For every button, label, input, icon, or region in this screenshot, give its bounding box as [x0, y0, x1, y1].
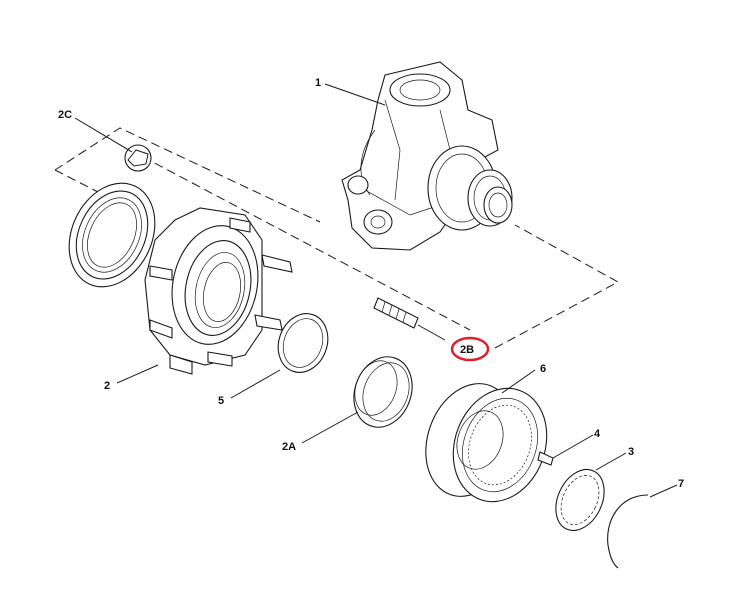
- highlight-ring: [450, 336, 490, 362]
- wheel-hub: [144, 207, 293, 375]
- steering-knuckle: [341, 61, 513, 251]
- leader-lines: [74, 83, 678, 498]
- pin: [537, 451, 554, 466]
- ring-gear: [425, 383, 548, 503]
- callout-7: 7: [678, 478, 684, 490]
- callout-5: 5: [218, 395, 224, 407]
- retaining-ring: [555, 468, 605, 532]
- snap-ring: [607, 494, 649, 569]
- callout-3: 3: [628, 446, 634, 458]
- callout-2b: 2B: [460, 344, 474, 356]
- seal-section-detail: [124, 144, 152, 172]
- bearing-ring: [277, 313, 329, 373]
- callout-6: 6: [540, 363, 546, 375]
- callout-2a: 2A: [282, 441, 296, 453]
- callout-2: 2: [104, 380, 110, 392]
- callout-1: 1: [315, 77, 321, 89]
- callout-2b-highlight: 2B: [450, 336, 490, 362]
- callout-2c: 2C: [58, 109, 72, 121]
- wheel-stud: [373, 297, 419, 329]
- bearing-cup: [353, 356, 413, 428]
- callout-4: 4: [594, 428, 601, 440]
- assembly-axis-lines: [54, 127, 620, 349]
- seal-ring: [68, 182, 156, 288]
